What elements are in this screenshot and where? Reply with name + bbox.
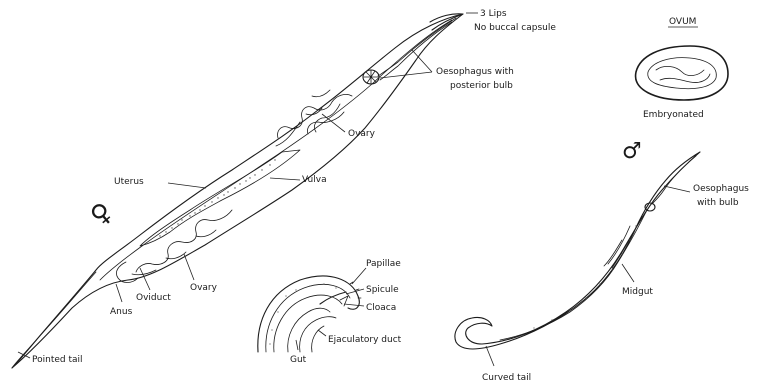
- label-spicule: Spicule: [366, 285, 399, 295]
- female-tail: [13, 272, 96, 367]
- spicule: [320, 292, 346, 304]
- ovum-embryo: [648, 58, 717, 89]
- male-midgut: [500, 212, 646, 340]
- ovum-caption: Embryonated: [643, 110, 704, 120]
- female-uterus: [140, 150, 300, 246]
- label-gut: Gut: [290, 355, 307, 365]
- male-oesophagus: [652, 156, 696, 204]
- label-anus: Anus: [110, 307, 133, 317]
- label-oesophagus-male-1: Oesophagus: [693, 184, 749, 194]
- label-midgut: Midgut: [622, 287, 653, 297]
- label-uterus: Uterus: [114, 177, 144, 187]
- label-pointed-tail: Pointed tail: [32, 355, 83, 365]
- female-labels: 3 Lips No buccal capsule Oesophagus with…: [18, 9, 556, 365]
- female-body-outline: [12, 14, 463, 368]
- label-vulva: Vulva: [302, 175, 327, 185]
- label-oviduct: Oviduct: [136, 293, 171, 303]
- male-symbol: ♂: [622, 139, 642, 164]
- label-ovary-upper: Ovary: [348, 129, 376, 139]
- label-ejaculatory-duct: Ejaculatory duct: [328, 335, 402, 345]
- female-cuticle-line: [100, 20, 452, 280]
- label-no-buccal-capsule: No buccal capsule: [474, 23, 556, 33]
- label-oesophagus-male-2: with bulb: [697, 198, 739, 208]
- label-oesophagus-female-1: Oesophagus with: [436, 67, 514, 77]
- label-cloaca: Cloaca: [366, 303, 396, 313]
- female-worm: [12, 14, 463, 368]
- label-curved-tail: Curved tail: [482, 373, 531, 383]
- label-papillae: Papillae: [366, 259, 401, 269]
- female-ovary-coils-lower: [116, 210, 232, 283]
- female-ovary-coils-upper: [276, 94, 352, 146]
- male-worm: [455, 152, 700, 349]
- female-symbol: ♀: [85, 197, 119, 232]
- uterus-stipple: [159, 159, 275, 236]
- label-lips: 3 Lips: [480, 9, 507, 19]
- ovum-title: OVUM: [669, 17, 696, 27]
- male-gut: [288, 308, 330, 352]
- label-oesophagus-female-2: posterior bulb: [450, 81, 513, 91]
- ovum-figure: OVUM Embryonated: [636, 17, 728, 120]
- male-body-outline: [455, 152, 700, 349]
- male-tail-labels: Papillae Spicule Cloaca Ejaculatory duct…: [290, 259, 402, 365]
- label-ovary-lower: Ovary: [190, 283, 218, 293]
- ovum-shell: [636, 46, 728, 100]
